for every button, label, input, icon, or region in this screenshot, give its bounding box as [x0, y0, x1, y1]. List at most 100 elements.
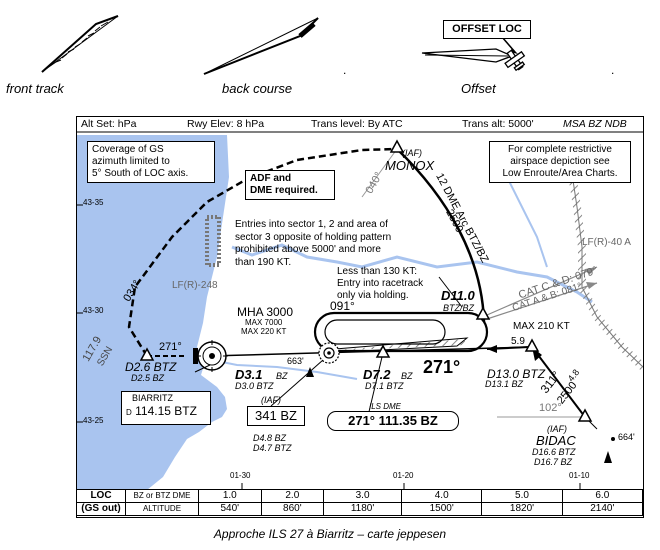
bidac-fix — [577, 408, 593, 422]
note-line: Less than 130 KT: — [337, 266, 418, 277]
d13-fix — [524, 338, 540, 352]
d166-label: D16.6 BTZ — [532, 447, 576, 457]
airplane-icon — [504, 49, 526, 72]
entries-note: Entries into sector 1, 2 and area of sec… — [235, 219, 391, 269]
d13-label: D13.0 BTZ — [487, 367, 546, 381]
back-course-caption: back course — [222, 81, 293, 96]
lat-43-30: 43-30 — [83, 306, 104, 315]
d26-fix — [139, 347, 155, 361]
long-01-30: 01-30 — [230, 471, 251, 480]
iaf-monox-tag: (IAF) — [402, 148, 422, 158]
long-01-20: 01-20 — [393, 471, 414, 480]
bz-ndb — [318, 342, 340, 364]
adf-dme-note: ADF and DME required. — [245, 170, 335, 200]
biarritz-name: BIARRITZ — [132, 393, 174, 403]
front-track-symbol — [41, 15, 119, 73]
racetrack-note: Less than 130 KT: Entry into racetrack o… — [337, 266, 423, 302]
obstacle-664: 664' — [618, 432, 635, 442]
iaf-bz-tag: (IAF) — [261, 395, 281, 405]
row-label: LOC — [76, 489, 126, 503]
runway-elevation: Rwy Elev: 8 hPa — [187, 118, 265, 130]
legend: OFFSET LOC front track back course Offse… — [0, 0, 660, 112]
note-line: than 190 KT. — [235, 256, 292, 268]
monox-fix — [389, 139, 405, 153]
offset-loc-label: OFFSET LOC — [443, 20, 531, 39]
transition-altitude: Trans alt: 5000' — [462, 118, 534, 130]
note-line: airspace depiction see — [510, 156, 610, 167]
approach-chart: Alt Set: hPa Rwy Elev: 8 hPa Trans level… — [76, 116, 644, 518]
altitude-cell: 1500' — [401, 502, 483, 516]
bz-ndb-box: 341 BZ — [247, 406, 305, 426]
transition-level: Trans level: By ATC — [311, 118, 403, 130]
distance-cell: 2.0 — [260, 489, 325, 503]
biarritz-vor-box: BIARRITZ D 114.15 BTZ — [121, 391, 211, 425]
legend-dot: . — [343, 63, 347, 77]
d11-fix-label: D11.0 — [441, 288, 475, 303]
msa-label: MSA BZ NDB — [563, 118, 627, 130]
biarritz-freq-text: 114.15 BTZ — [135, 403, 197, 418]
altitude-cell: 540' — [198, 502, 262, 516]
altitude-cell: 2140' — [561, 502, 644, 516]
distance-cell: 6.0 — [561, 489, 644, 503]
course-091: 091° — [330, 299, 355, 313]
distance-cell: 1.0 — [198, 489, 262, 503]
lat-43-25: 43-25 — [83, 416, 104, 425]
d71-label: D7.1 BTZ — [365, 381, 404, 391]
iaf-bidac-tag: (IAF) — [547, 424, 567, 434]
d72-bz: BZ — [401, 371, 413, 381]
max-220: MAX 220 KT — [241, 327, 287, 336]
row-sublabel: BZ or BTZ DME — [125, 489, 199, 503]
distance-cell: 5.0 — [481, 489, 563, 503]
ils-box: 271° 111.35 BZ — [327, 411, 459, 431]
d25-label: D2.5 BZ — [131, 373, 165, 383]
distance-5-9: 5.9 — [511, 336, 525, 347]
holding-pattern — [313, 311, 489, 353]
long-01-10: 01-10 — [569, 471, 590, 480]
distance-cell: 4.0 — [401, 489, 483, 503]
monox-label: MONOX — [385, 158, 435, 173]
row-sublabel: ALTITUDE — [125, 502, 199, 516]
ils-dme-tag: ILS DME — [369, 402, 402, 411]
restrictive-airspace-note: For complete restrictive airspace depict… — [489, 141, 631, 183]
max-210: MAX 210 KT — [513, 321, 570, 332]
procedure-path — [127, 147, 398, 357]
d30-label: D3.0 BTZ — [235, 381, 274, 391]
offset-symbol — [421, 36, 518, 63]
figure-caption: Approche ILS 27 à Biarritz – carte jeppe… — [213, 527, 447, 541]
dme-indicator: D — [126, 407, 132, 417]
bidac-route — [531, 346, 586, 418]
course-271-small: 271° — [159, 341, 182, 353]
lat-43-35: 43-35 — [83, 198, 104, 207]
loc-altitude-table: LOC BZ or BTZ DME 1.0 2.0 3.0 4.0 5.0 6.… — [76, 489, 644, 516]
bidac-label: BIDAC — [536, 433, 576, 448]
note-line: azimuth limited to — [92, 156, 170, 167]
d47-label: D4.7 BTZ — [253, 443, 292, 453]
lf-248-zone — [205, 215, 221, 267]
obstacle-663: 663' — [287, 356, 304, 366]
biarritz-frequency: D 114.15 BTZ — [126, 404, 206, 418]
d11-fix — [475, 306, 491, 320]
note-line: Coverage of GS — [92, 144, 164, 155]
table-row: (GS out) ALTITUDE 540' 860' 1180' 1500' … — [76, 502, 644, 516]
front-track-caption: front track — [6, 81, 64, 96]
d31-bz: BZ — [276, 371, 288, 381]
d131-label: D13.1 BZ — [485, 379, 524, 389]
offset-caption: Offset — [461, 81, 496, 96]
max-7000: MAX 7000 — [245, 318, 283, 327]
legend-dot: . — [611, 63, 615, 77]
d167-label: D16.7 BZ — [534, 457, 573, 467]
alt-set: Alt Set: hPa — [81, 118, 137, 130]
note-line: Low Enroute/Area Charts. — [502, 168, 618, 179]
final-course-271: 271° — [423, 357, 461, 377]
dme-arc — [396, 148, 486, 323]
lf-40-label: LF(R)-40 A — [582, 237, 631, 248]
back-course-symbol — [203, 17, 319, 75]
note-line: DME required. — [250, 185, 318, 196]
table-row: LOC BZ or BTZ DME 1.0 2.0 3.0 4.0 5.0 6.… — [76, 489, 644, 503]
mha-label: MHA 3000 — [237, 305, 294, 319]
d48-label: D4.8 BZ — [253, 433, 287, 443]
gs-coverage-note: Coverage of GS azimuth limited to 5° Sou… — [87, 141, 215, 183]
note-line: 5° South of LOC axis. — [92, 168, 189, 179]
altitude-cell: 860' — [260, 502, 325, 516]
note-line: For complete restrictive — [508, 144, 612, 155]
